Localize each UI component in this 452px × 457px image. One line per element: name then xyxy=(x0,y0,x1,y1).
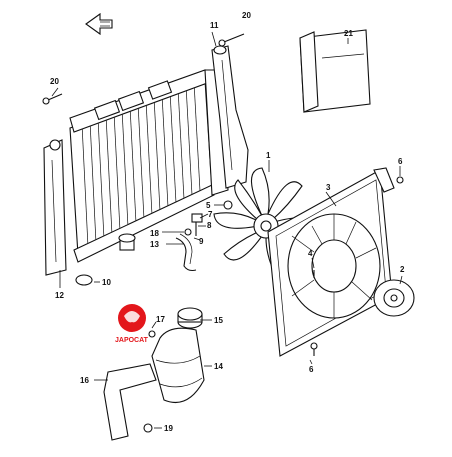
bolt-20-upper xyxy=(218,33,245,47)
logo-text: JAPOCAT xyxy=(115,337,149,344)
callout-12: 12 xyxy=(55,291,64,300)
callout-4: 4 xyxy=(308,249,313,258)
reservoir-tank-part xyxy=(151,327,205,404)
callout-6-lower: 6 xyxy=(309,365,314,374)
callout-20-left: 20 xyxy=(50,77,59,86)
drain-plug-part xyxy=(75,274,93,286)
callout-labels: 11 20 21 20 1 3 6 5 7 8 9 18 13 10 12 4 … xyxy=(50,11,405,433)
upper-bracket xyxy=(211,45,249,189)
hose-part xyxy=(175,233,197,272)
fan-motor-part xyxy=(373,279,415,317)
bolt-20-left xyxy=(42,93,63,105)
bolt-6-lower xyxy=(310,342,318,356)
control-unit-part xyxy=(299,29,371,113)
bolt-6-upper xyxy=(396,176,404,184)
front-direction-arrow-icon xyxy=(85,12,113,36)
callout-18: 18 xyxy=(150,229,159,238)
callout-21: 21 xyxy=(344,29,353,38)
callout-15: 15 xyxy=(214,316,223,325)
callout-20-upper: 20 xyxy=(242,11,251,20)
callout-1: 1 xyxy=(266,151,271,160)
reservoir-bracket-part xyxy=(103,363,157,441)
bolt-17 xyxy=(148,330,156,338)
callout-11: 11 xyxy=(210,21,219,30)
hardware-5-7-8-9 xyxy=(184,200,233,236)
japocat-logo: JAPOCAT xyxy=(115,304,149,344)
callout-5: 5 xyxy=(206,201,211,210)
callout-7: 7 xyxy=(208,210,213,219)
callout-16: 16 xyxy=(80,376,89,385)
callout-3: 3 xyxy=(326,183,331,192)
callout-10: 10 xyxy=(102,278,111,287)
callout-2: 2 xyxy=(400,265,405,274)
callout-9: 9 xyxy=(199,237,204,246)
callout-6-upper: 6 xyxy=(398,157,403,166)
callout-17: 17 xyxy=(156,315,165,324)
reservoir-cap-part xyxy=(177,307,203,329)
leader-lines xyxy=(51,31,403,429)
bolt-19 xyxy=(143,423,153,433)
callout-13: 13 xyxy=(150,240,159,249)
fan-shroud-part xyxy=(267,167,395,357)
side-bracket-left xyxy=(43,139,67,276)
radiator-part xyxy=(69,69,229,263)
callout-8: 8 xyxy=(207,221,212,230)
callout-19: 19 xyxy=(164,424,173,433)
callout-14: 14 xyxy=(214,362,223,371)
